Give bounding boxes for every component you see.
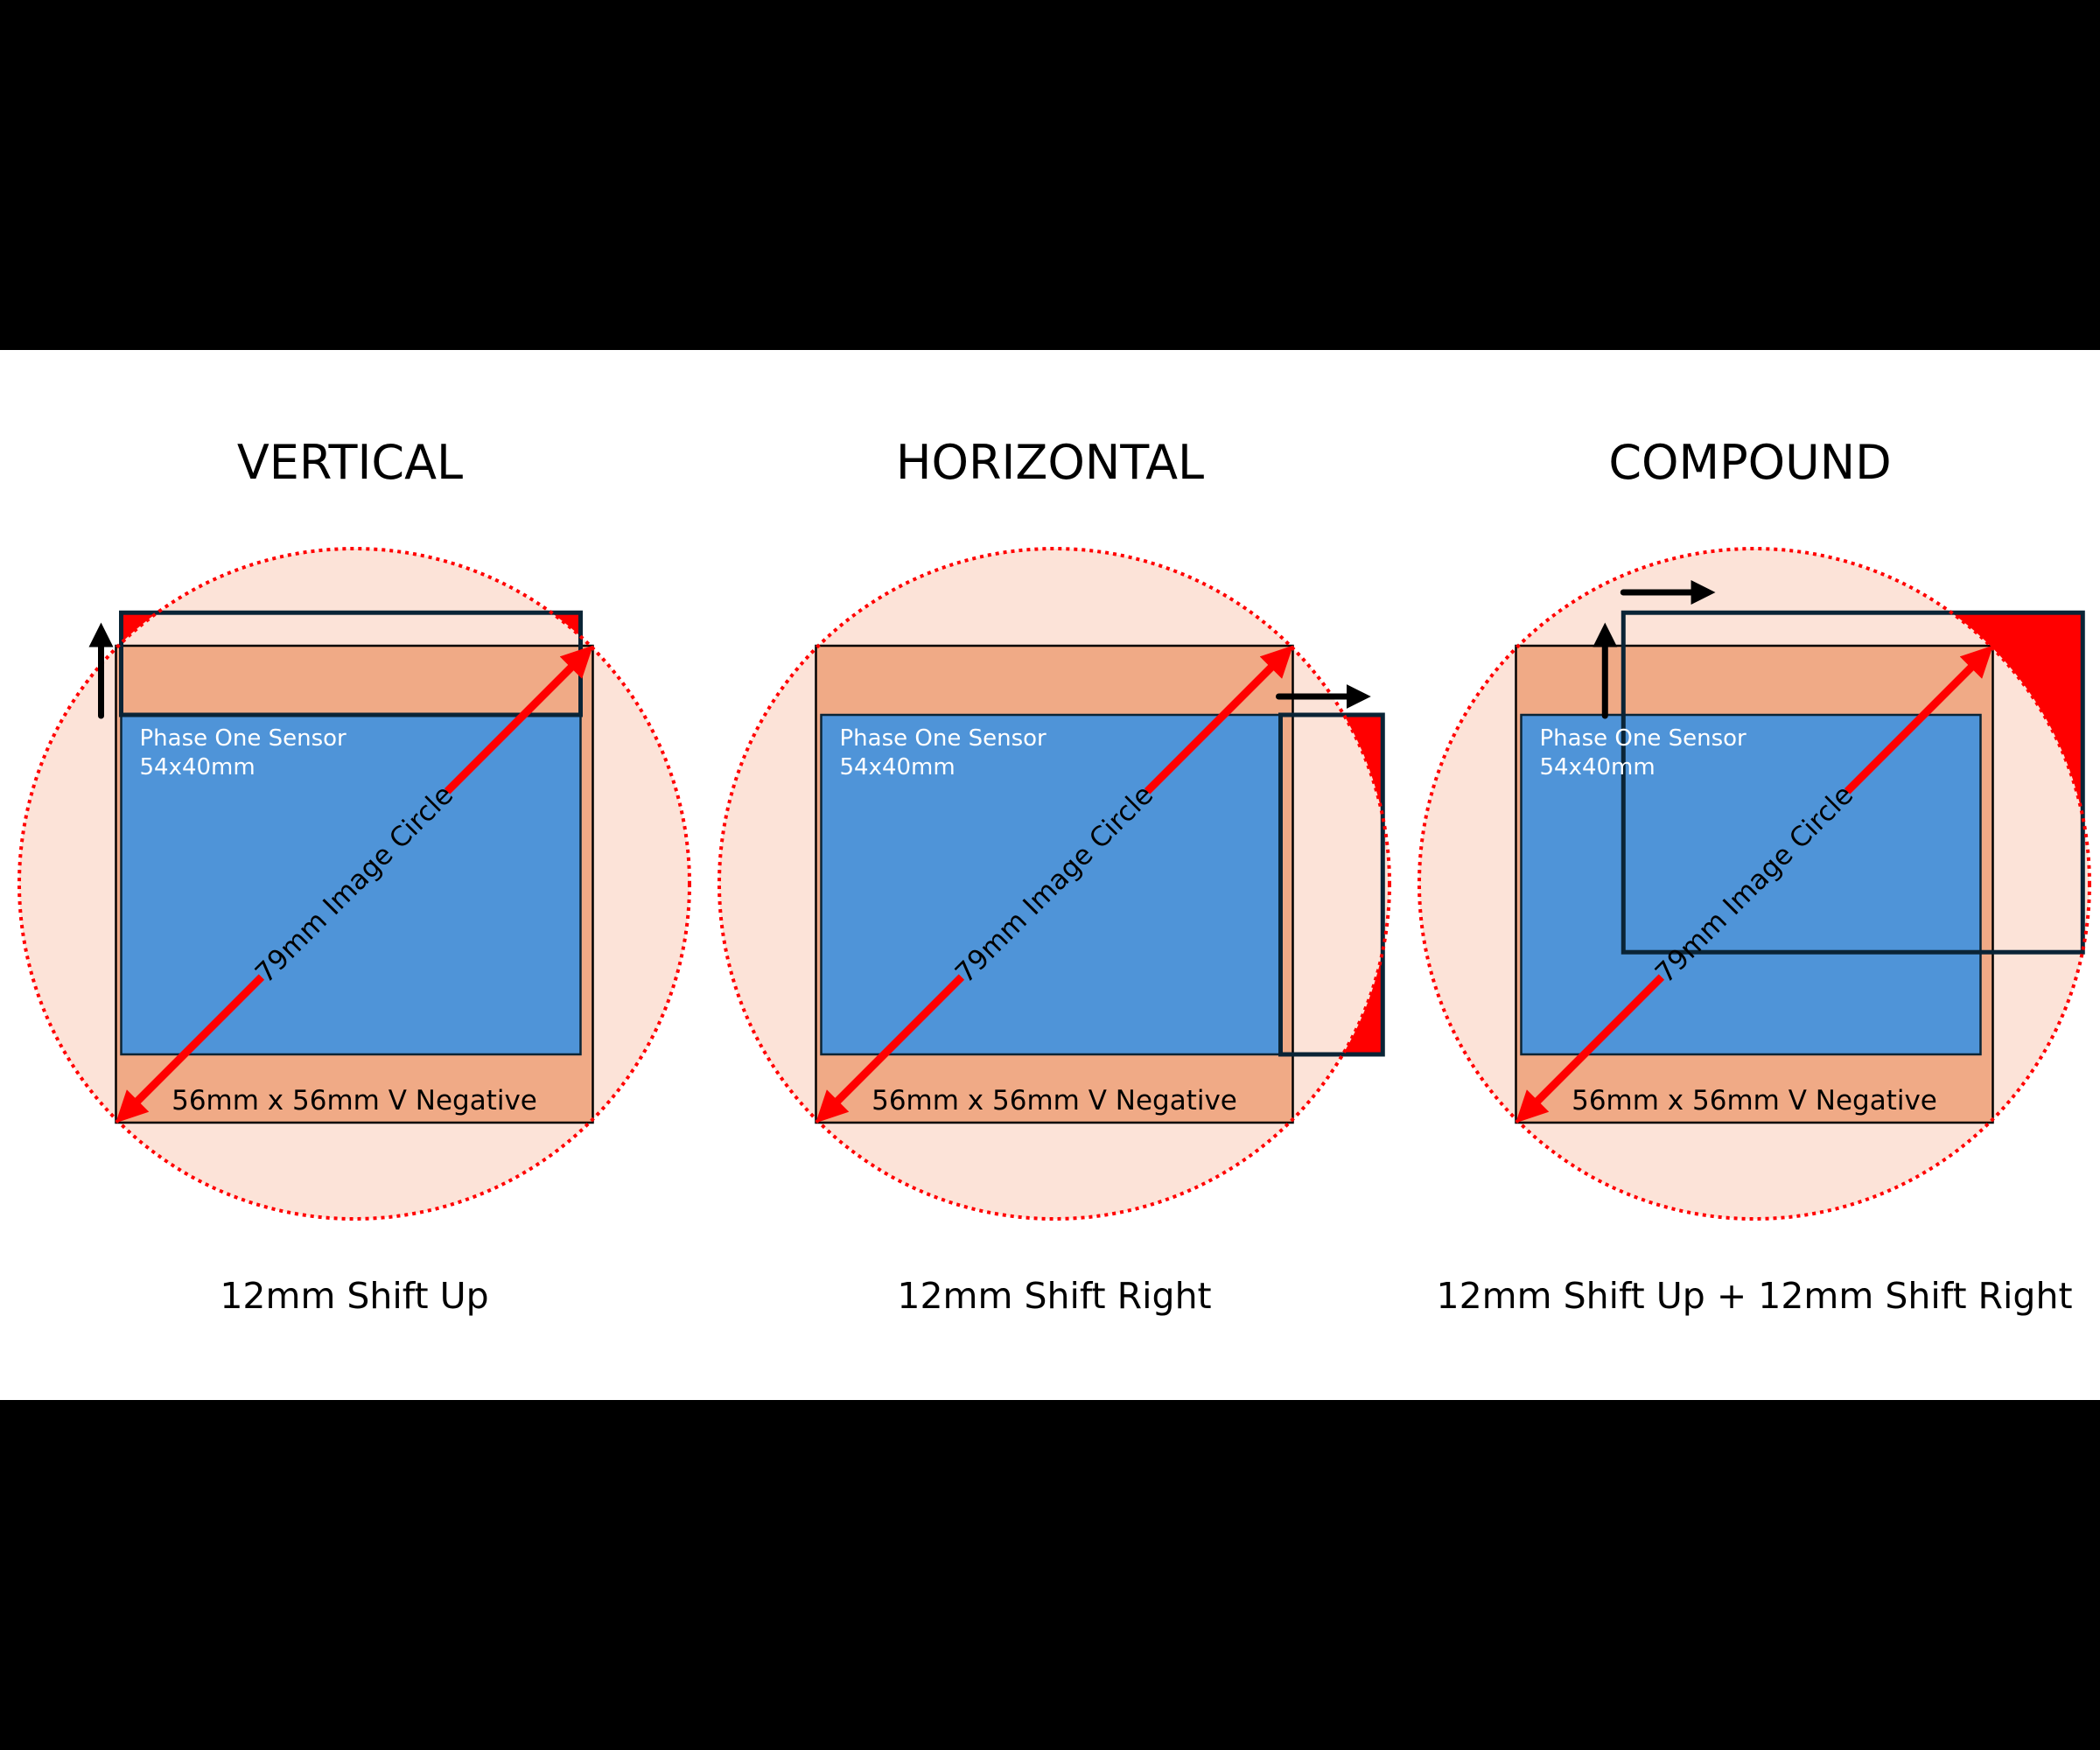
negative-label: 56mm x 56mm V Negative (872, 1085, 1237, 1116)
diagonal-arrow-upper (1844, 645, 1993, 794)
image-circle-boundary (18, 547, 691, 1221)
shifted-sensor-outline (1278, 712, 1385, 1057)
sensor-rect (120, 713, 582, 1056)
sensor-label-line2: 54x40mm (140, 754, 256, 780)
negative-label: 56mm x 56mm V Negative (172, 1085, 537, 1116)
sensor-label-line2: 54x40mm (840, 754, 956, 780)
diagonal-arrow-lower (1516, 974, 1665, 1124)
negative-label: 56mm x 56mm V Negative (1572, 1085, 1937, 1116)
shifted-sensor-outline (1620, 610, 2085, 955)
panel-title: COMPOUND (1608, 435, 1891, 490)
panel-title: HORIZONTAL (896, 435, 1204, 490)
panel-caption: 12mm Shift Right (897, 1275, 1211, 1317)
diagonal-arrow-upper (444, 645, 593, 794)
diagonal-arrow-upper (1144, 645, 1293, 794)
vignette-area (121, 612, 581, 715)
diagonal-arrow-lower (116, 974, 265, 1124)
panel-caption: 12mm Shift Up (220, 1275, 488, 1317)
diagonal-arrow-lower (816, 974, 965, 1124)
sensor-label-line1: Phase One Sensor (140, 725, 347, 752)
panel-title: VERTICAL (237, 435, 463, 490)
top-black-band (0, 0, 2100, 350)
sensor-label-line1: Phase One Sensor (1540, 725, 1747, 752)
image-circle-boundary (1418, 547, 2091, 1221)
sensor-rect (820, 713, 1282, 1056)
bottom-black-band (0, 1400, 2100, 1750)
vignette-area (1280, 715, 1383, 1054)
image-circle-boundary (718, 547, 1391, 1221)
sensor-label-line1: Phase One Sensor (840, 725, 1047, 752)
panel-caption: 12mm Shift Up + 12mm Shift Right (1436, 1275, 2072, 1317)
sensor-label-line2: 54x40mm (1540, 754, 1656, 780)
